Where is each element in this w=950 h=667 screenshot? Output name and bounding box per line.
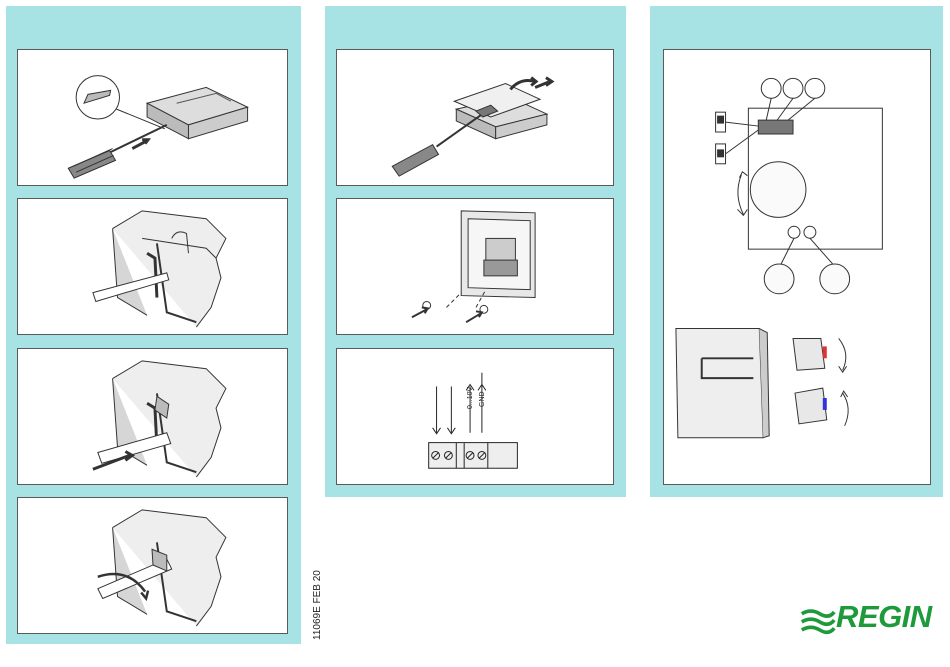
lift-cover-illustration (337, 50, 613, 185)
step-clip-lever (17, 497, 288, 634)
step-clip-push (17, 348, 288, 485)
step-terminal-wiring: 0...10V GND (336, 348, 614, 485)
terminal-wiring-illustration (337, 349, 613, 484)
label-gnd: GND (479, 391, 486, 407)
step-clip-insert (17, 198, 288, 335)
clip-insert-illustration (18, 199, 287, 334)
step-open-cover (17, 49, 288, 186)
step-mount-screws (336, 198, 614, 335)
step-lift-cover (336, 49, 614, 186)
regin-logo: REGIN (800, 598, 945, 638)
label-voltage: 0...10V (467, 387, 474, 409)
screwdriver-open-illustration (18, 50, 287, 185)
logo-text: REGIN (836, 599, 932, 635)
clip-lever-illustration (18, 498, 287, 633)
settings-illustration (664, 50, 930, 484)
step-dip-switches (663, 49, 931, 485)
mount-screws-illustration (337, 199, 613, 334)
document-code: 11069E FEB 20 (312, 570, 323, 640)
logo-waves-icon (800, 601, 836, 641)
clip-push-illustration (18, 349, 287, 484)
